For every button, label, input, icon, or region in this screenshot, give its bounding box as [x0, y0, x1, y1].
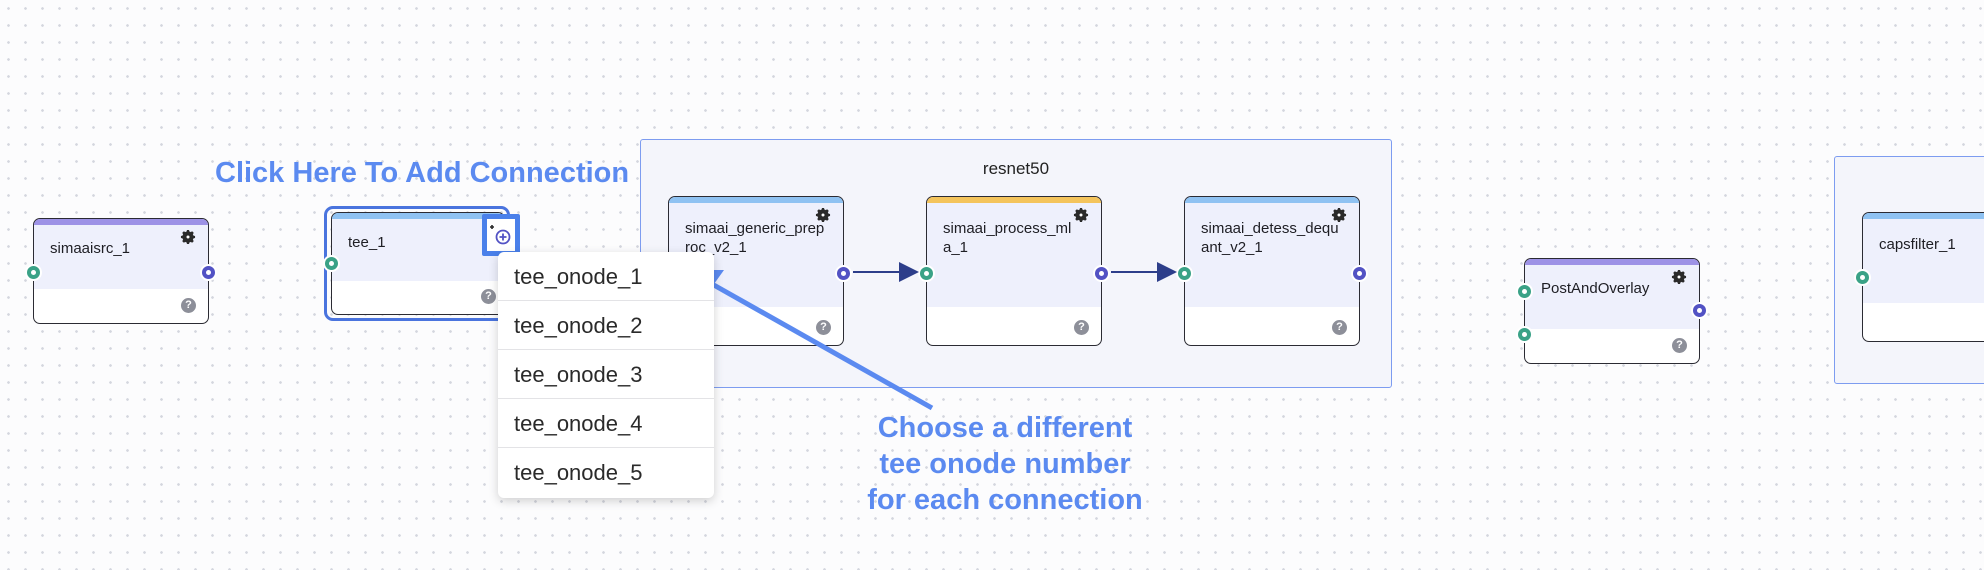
help-icon[interactable]: ? [816, 320, 831, 335]
group-label: resnet50 [982, 159, 1050, 178]
node-body [332, 219, 504, 281]
node-header-bar [1185, 197, 1359, 203]
help-icon[interactable]: ? [1672, 338, 1687, 353]
annotation-add-connection: Click Here To Add Connection [215, 157, 630, 189]
gear-icon[interactable] [1072, 206, 1090, 224]
node-body [927, 203, 1101, 307]
node-title: simaai_process_mla_1 [943, 220, 1072, 256]
dropdown-item-tee-onode-4[interactable]: tee_onode_4 [498, 399, 714, 448]
node-header-bar [1863, 213, 1984, 219]
help-icon[interactable]: ? [1332, 320, 1347, 335]
add-connection-button[interactable] [482, 214, 520, 256]
node-title: tee_1 [348, 234, 386, 251]
output-port[interactable] [200, 264, 217, 281]
dropdown-item-tee-onode-1[interactable]: tee_onode_1 [498, 252, 714, 301]
input-port[interactable] [25, 264, 42, 281]
dropdown-item-tee-onode-2[interactable]: tee_onode_2 [498, 301, 714, 350]
gear-icon[interactable] [814, 206, 832, 224]
input-port-1[interactable] [1516, 283, 1533, 300]
output-port[interactable] [835, 265, 852, 282]
gear-icon[interactable] [179, 228, 197, 246]
node-process-mla[interactable]: simaai_process_mla_1 ? [918, 196, 1110, 346]
annotation-line-1: Choose a different [877, 412, 1133, 444]
output-port[interactable] [1093, 265, 1110, 282]
gear-icon[interactable] [1330, 206, 1348, 224]
node-title: capsfilter_1 [1879, 236, 1956, 253]
dropdown-item-tee-onode-5[interactable]: tee_onode_5 [514, 460, 643, 485]
node-title: simaai_generic_preproc_v2_1 [685, 220, 825, 256]
node-body [1185, 203, 1359, 307]
node-title: simaaisrc_1 [50, 240, 131, 257]
add-connection-button-face [487, 219, 515, 251]
input-port[interactable] [1854, 269, 1871, 286]
annotation-line-3: for each connection [867, 484, 1143, 516]
node-body [1863, 219, 1984, 303]
output-port[interactable] [1691, 302, 1708, 319]
node-header-bar [332, 213, 504, 219]
node-capsfilter[interactable]: capsfilter_1 [1854, 212, 1984, 342]
node-post-and-overlay[interactable]: PostAndOverlay ? [1516, 258, 1708, 364]
node-header-bar [1525, 259, 1699, 265]
gear-icon[interactable] [1670, 268, 1688, 286]
dropdown-item-tee-onode-3[interactable]: tee_onode_3 [498, 350, 714, 399]
node-header-bar [34, 219, 208, 225]
node-body [34, 225, 208, 289]
input-port[interactable] [323, 255, 340, 272]
node-header-bar [927, 197, 1101, 203]
annotation-line-2: tee onode number [879, 448, 1131, 480]
input-port[interactable] [1176, 265, 1193, 282]
help-icon[interactable]: ? [481, 289, 496, 304]
help-icon[interactable]: ? [181, 298, 196, 313]
node-title: PostAndOverlay [1541, 280, 1650, 297]
help-icon[interactable]: ? [1074, 320, 1089, 335]
output-port[interactable] [1351, 265, 1368, 282]
input-port[interactable] [918, 265, 935, 282]
tee-onode-dropdown[interactable]: tee_onode_1 tee_onode_2 tee_onode_3 tee_… [498, 252, 714, 498]
annotation-choose-onode: Choose a different tee onode number for … [840, 410, 1170, 518]
node-title: simaai_detess_dequant_v2_1 [1201, 220, 1339, 256]
node-simaaisrc[interactable]: simaaisrc_1 ? [25, 218, 217, 324]
node-detess-dequant[interactable]: simaai_detess_dequant_v2_1 ? [1176, 196, 1368, 346]
node-tee[interactable]: tee_1 ? [323, 212, 505, 315]
node-body [1525, 265, 1699, 329]
add-connection-icon [490, 225, 511, 245]
input-port-2[interactable] [1516, 326, 1533, 343]
node-header-bar [669, 197, 843, 203]
